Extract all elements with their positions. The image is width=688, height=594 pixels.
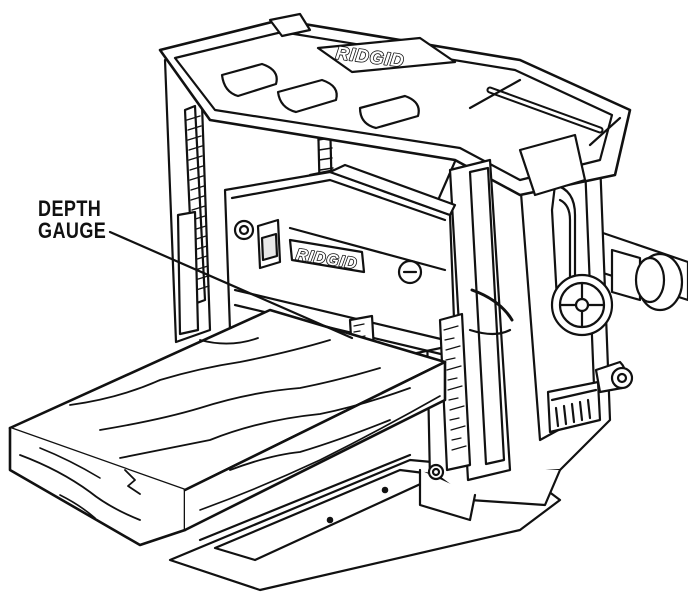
left-column [163,46,212,344]
top-brand-label: RIDGID [335,43,406,71]
callout-line-2: GAUGE [38,218,107,243]
callout-line-1: DEPTH [38,196,102,221]
wood-board [8,308,447,547]
callout-leader-line [108,230,354,340]
top-housing: RIDGID [158,12,632,197]
height-scale [438,312,472,472]
side-extension-table [598,230,688,312]
depth-gauge-callout: DEPTH GAUGE [38,198,106,242]
